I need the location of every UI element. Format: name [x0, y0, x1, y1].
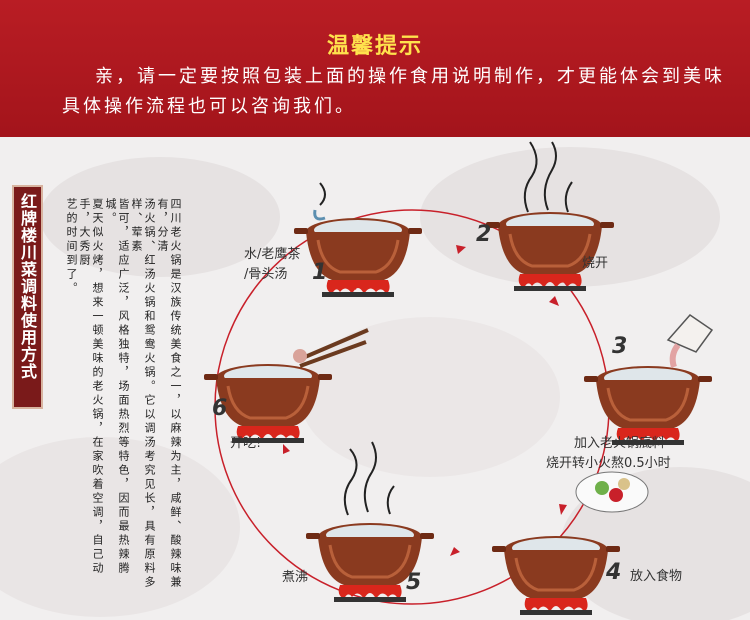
step-1-label-2: /骨头汤 [244, 267, 288, 282]
step-3-label: 加入老火锅底料 [574, 436, 666, 451]
step-3-label-2: 烧开转小火熬0.5小时 [546, 456, 671, 471]
step-2-number: 2 [476, 222, 492, 247]
step-5-number: 5 [406, 570, 422, 595]
intro-text: 四川老火锅是汉族传统美食之一，以麻辣为主，咸鲜、酸辣味兼有，分清 汤火锅、红汤火… [62, 198, 182, 598]
intro-column: 皆可，适应广泛，风格独特，场面热烈等特色，因而最热辣腾城。 [104, 198, 130, 576]
step-5-label: 煮沸 [282, 570, 309, 585]
intro-column: 四川老火锅是汉族传统美食之一，以麻辣为主，咸鲜、酸辣味兼有，分清 [156, 198, 182, 590]
arrow-icon [456, 245, 466, 254]
intro-column: 夏天似火烤，想来一顿美味的老火锅，在家吹着空调，自己动手，大秀厨 [78, 198, 104, 576]
step-3-number: 3 [612, 334, 628, 359]
cloud-decoration [0, 437, 240, 617]
pot-step-1 [292, 182, 424, 299]
banner-title: 温馨提示 [326, 34, 423, 59]
step-1-number: 1 [312, 260, 328, 285]
pot-step-3 [582, 314, 714, 447]
step-4-number: 4 [606, 560, 622, 585]
intro-column: 艺的时间到了。 [65, 198, 78, 296]
side-label: 红牌楼川菜调料使用方式 [12, 185, 43, 409]
pot-step-2 [484, 141, 616, 293]
step-6-label: 开吃! [230, 436, 262, 451]
arrow-icon [549, 296, 559, 306]
banner-line-2: 具体操作流程也可以咨询我们。 [62, 96, 356, 117]
pot-step-4 [490, 471, 649, 617]
tip-banner: 温馨提示 亲，请一定要按照包装上面的操作食用说明制作，才更能体会到美味 具体操作… [0, 0, 750, 137]
cloud-decoration [40, 157, 280, 277]
step-6-number: 6 [212, 396, 228, 421]
step-4-label: 放入食物 [630, 569, 683, 584]
side-label-text: 红牌楼川菜调料使用方式 [18, 193, 37, 380]
intro-column: 汤火锅、红汤火锅和鸳鸯火锅。它以调汤考究见长，具有原料多样、荤素 [130, 198, 156, 590]
arrow-icon [450, 547, 460, 556]
pot-step-6 [202, 328, 369, 445]
cloud-decoration [300, 317, 560, 477]
step-2-label: 烧开 [582, 256, 609, 271]
pot-step-5 [304, 441, 436, 604]
step-1-label: 水/老鹰茶 [244, 247, 301, 262]
arrow-icon [283, 444, 290, 454]
arrow-icon [559, 504, 567, 515]
banner-line-1: 亲，请一定要按照包装上面的操作食用说明制作，才更能体会到美味 [95, 66, 725, 87]
